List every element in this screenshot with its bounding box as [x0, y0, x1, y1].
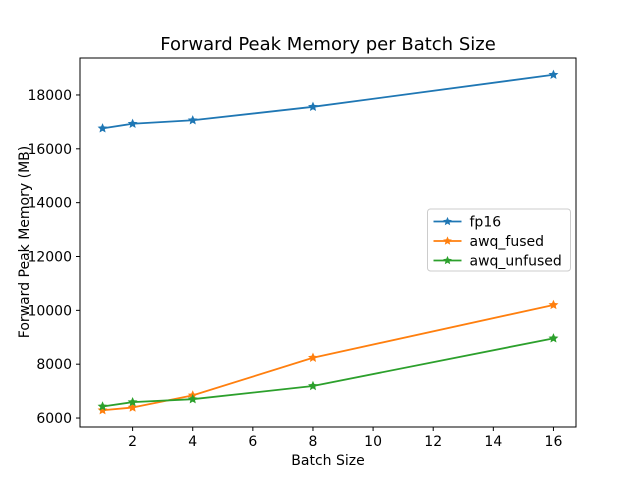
legend-label: awq_fused	[470, 234, 545, 250]
legend-sample-marker	[443, 216, 452, 226]
legend-box	[427, 208, 571, 272]
chart-title: Forward Peak Memory per Batch Size	[160, 34, 496, 55]
data-point-marker-awq_fused	[308, 352, 318, 362]
x-tick-label: 12	[424, 434, 442, 450]
x-tick-label: 10	[364, 434, 382, 450]
x-tick-label: 16	[545, 434, 563, 450]
legend-label: fp16	[470, 215, 502, 231]
data-point-marker-awq_unfused	[548, 333, 559, 343]
y-tick-label: 8000	[36, 357, 72, 373]
data-point-marker-fp16	[97, 123, 108, 133]
y-tick-label: 18000	[27, 88, 72, 104]
y-tick-label: 12000	[27, 249, 72, 265]
data-point-marker-awq_unfused	[97, 401, 108, 411]
axis-ticks: 2 4 6 8 10 12 14 16 6000 8000 10000 12000 14000 16000…	[27, 88, 562, 450]
data-point-marker-awq_unfused	[308, 380, 318, 391]
data-point-marker-fp16	[548, 69, 559, 79]
legend: fp16 awq_fused awq_unfused	[427, 208, 571, 272]
y-axis-label: Forward Peak Memory (MB)	[17, 146, 33, 338]
y-tick-label: 10000	[27, 303, 72, 319]
y-tick-label: 14000	[27, 196, 72, 212]
legend-sample-marker	[443, 236, 452, 245]
data-point-marker-awq_fused	[97, 405, 108, 415]
data-point-marker-fp16	[127, 118, 138, 128]
x-axis-label: Batch Size	[291, 453, 364, 469]
data-point-marker-fp16	[187, 115, 198, 125]
data-point-marker-fp16	[308, 101, 318, 112]
y-tick-label: 16000	[27, 142, 72, 158]
x-tick-label: 6	[248, 434, 257, 450]
y-tick-label: 6000	[36, 411, 72, 427]
data-point-marker-awq_unfused	[187, 393, 198, 404]
data-point-marker-awq_fused	[548, 299, 559, 310]
series-layer	[97, 69, 559, 415]
x-tick-label: 8	[309, 434, 318, 450]
legend-label: awq_unfused	[470, 254, 562, 270]
legend-sample-marker	[443, 255, 452, 265]
x-tick-label: 2	[128, 434, 137, 450]
x-tick-label: 14	[484, 434, 502, 450]
plot-border	[79, 57, 577, 428]
x-tick-label: 4	[188, 434, 197, 450]
data-point-marker-awq_unfused	[127, 396, 138, 407]
data-point-marker-awq_fused	[127, 402, 138, 412]
